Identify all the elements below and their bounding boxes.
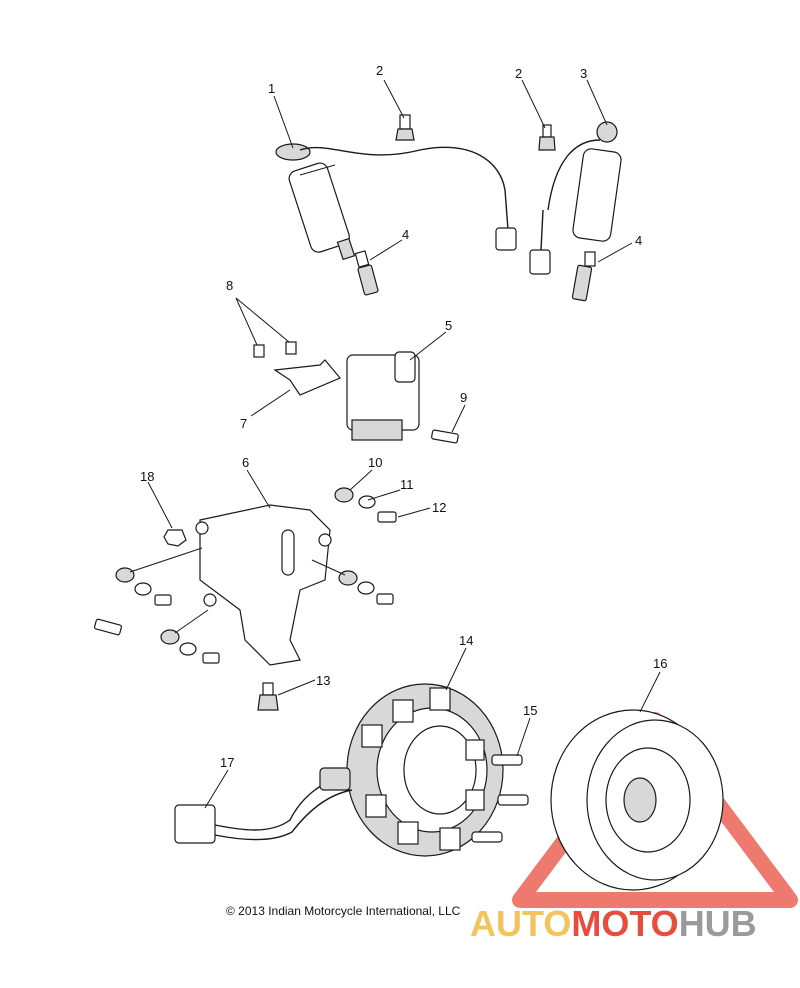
coil-bolt-left: [395, 114, 415, 141]
callout-13: 13: [316, 673, 330, 688]
stator: [346, 683, 504, 857]
bracket-nut-18: [163, 529, 187, 547]
callout-1: 1: [268, 81, 275, 96]
grommet-bottom: [160, 629, 180, 645]
module-bolt: [431, 429, 459, 444]
callout-5: 5: [445, 318, 452, 333]
spark-plug-left: [354, 250, 379, 296]
callout-2-left: 2: [376, 63, 383, 78]
leader-lines: [129, 79, 661, 809]
stator-wiring-harness: [174, 767, 353, 844]
callout-17: 17: [220, 755, 234, 770]
callout-15: 15: [523, 703, 537, 718]
bolt-bottom: [202, 652, 220, 664]
watermark-part-hub: HUB: [678, 903, 757, 944]
callout-4-left: 4: [402, 227, 409, 242]
callout-9: 9: [460, 390, 467, 405]
washer-right-mid: [357, 581, 375, 595]
watermark-part-moto: MOTO: [571, 903, 679, 944]
callout-10: 10: [368, 455, 382, 470]
copyright-notice: © 2013 Indian Motorcycle International, …: [226, 904, 461, 918]
ignition-coil-left: [275, 143, 517, 261]
callout-2-right: 2: [515, 66, 522, 81]
callout-3: 3: [580, 66, 587, 81]
callout-6: 6: [242, 455, 249, 470]
callout-18: 18: [140, 469, 154, 484]
ignition-coil-right: [529, 121, 622, 275]
spark-plug-right: [571, 251, 596, 302]
main-bracket: [195, 504, 332, 666]
bolt-left-mid: [154, 594, 172, 606]
callout-11: 11: [400, 477, 414, 492]
flywheel: [550, 709, 724, 891]
callout-12: 12: [432, 500, 446, 515]
bracket-screws: [253, 341, 297, 358]
watermark-part-auto: AUTO: [470, 903, 572, 944]
stud-bolt-13: [257, 682, 279, 711]
stator-bolts: [471, 754, 529, 843]
callout-7: 7: [240, 416, 247, 431]
grommet-left-mid: [115, 567, 135, 583]
grommet-top: [334, 487, 354, 503]
module-bracket: [273, 359, 341, 396]
ignition-module: [346, 351, 420, 441]
washer-top: [358, 495, 376, 509]
washer-bottom: [179, 642, 197, 656]
callout-4-right: 4: [635, 233, 642, 248]
callout-14: 14: [459, 633, 473, 648]
bolt-right-mid: [376, 593, 394, 605]
bolt-top: [377, 511, 397, 523]
callout-16: 16: [653, 656, 667, 671]
washer-left-mid: [134, 582, 152, 596]
stud-bolt-left: [93, 618, 123, 636]
callout-8: 8: [226, 278, 233, 293]
watermark-logo-text: AUTOMOTOHUB: [470, 903, 757, 945]
coil-bolt-right: [538, 124, 556, 151]
